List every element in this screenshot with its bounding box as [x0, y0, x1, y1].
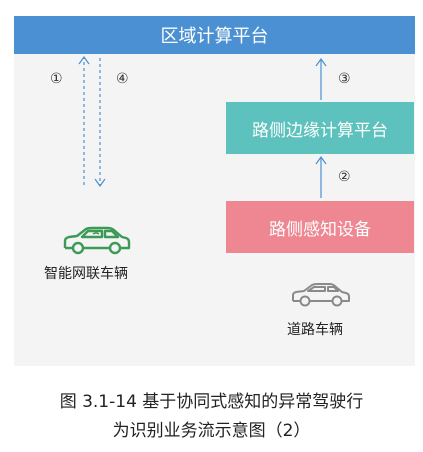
step1-arrowhead — [78, 55, 90, 65]
step1-number: ① — [50, 71, 63, 87]
connected-vehicle-label: 智能网联车辆 — [44, 266, 128, 282]
roadside-sensing-device-box: 路侧感知设备 — [226, 201, 414, 253]
step2-number: ② — [338, 169, 351, 185]
step2-arrowhead — [315, 155, 327, 165]
roadside-edge-computing-platform-box: 路侧边缘计算平台 — [226, 102, 414, 154]
step3-number: ③ — [338, 71, 351, 87]
road-car-icon — [292, 283, 350, 307]
roadside-sensing-device-label: 路侧感知设备 — [269, 219, 371, 240]
regional-computing-platform-label: 区域计算平台 — [160, 26, 269, 47]
road-vehicle-label: 道路车辆 — [287, 322, 343, 338]
figure-caption-line2: 为识别业务流示意图（2） — [112, 421, 311, 441]
diagram-background — [14, 16, 415, 366]
step4-arrowhead — [94, 178, 106, 188]
connected-car-icon — [63, 226, 131, 255]
regional-computing-platform-box: 区域计算平台 — [14, 16, 415, 54]
step3-arrowhead — [315, 57, 327, 67]
figure-caption-line1: 图 3.1-14 基于协同式感知的异常驾驶行 — [59, 392, 364, 412]
step4-number: ④ — [116, 71, 129, 87]
roadside-edge-computing-platform-label: 路侧边缘计算平台 — [252, 120, 388, 141]
